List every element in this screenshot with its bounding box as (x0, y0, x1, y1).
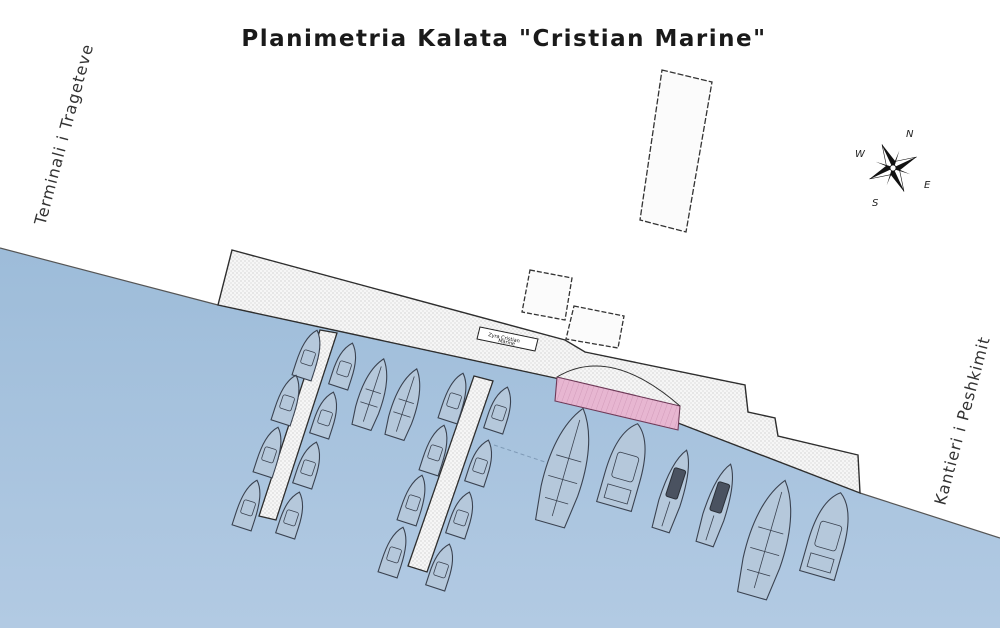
sea-area (0, 248, 1000, 628)
motor-yacht-2 (798, 492, 849, 582)
boat-1 (291, 329, 321, 382)
sailboat-3 (534, 407, 590, 529)
office-label-line2: Marine (498, 338, 516, 347)
reserved-zone (554, 376, 681, 431)
boat-14 (463, 439, 493, 488)
compass-rose-icon (869, 144, 917, 192)
boat-5 (327, 342, 357, 391)
boat-10 (418, 424, 448, 477)
patrol-boat-1 (651, 449, 690, 534)
office-kiosk (476, 326, 539, 352)
boat-4 (231, 479, 261, 532)
compass-south-label: S (872, 198, 879, 209)
boat-8 (274, 491, 304, 540)
boat-6 (308, 391, 338, 440)
boat-16 (424, 543, 454, 592)
building-long (639, 69, 713, 233)
building-small-1 (521, 269, 573, 321)
compass-north-label: N (906, 129, 914, 140)
shoreline-right (859, 492, 1000, 539)
sailboat-4 (736, 479, 792, 601)
compass-west-label: W (855, 149, 866, 160)
boat-2 (270, 374, 300, 427)
building-small-2 (565, 305, 625, 349)
mooring-guide-line (493, 444, 546, 463)
finger-pier-2 (407, 375, 494, 573)
left-area-label: Terminali i Trageteve (30, 42, 97, 228)
sailboat-1 (351, 358, 388, 432)
boat-13 (482, 386, 512, 435)
boat-3 (252, 426, 282, 479)
reserved-zone-arc (556, 365, 681, 407)
shoreline (0, 247, 219, 306)
boat-15 (444, 491, 474, 540)
page-title: Planimetria Kalata "Cristian Marine" (241, 26, 766, 52)
compass-east-label: E (924, 180, 931, 191)
boat-12 (377, 526, 407, 579)
sailboat-2 (384, 368, 421, 442)
patrol-boat-2 (695, 463, 734, 548)
motor-yacht-1 (595, 423, 646, 513)
boat-7 (291, 441, 321, 490)
boat-9 (437, 372, 467, 425)
boat-11 (396, 474, 426, 527)
right-area-label: Kantieri i Peshkimit (931, 334, 994, 507)
